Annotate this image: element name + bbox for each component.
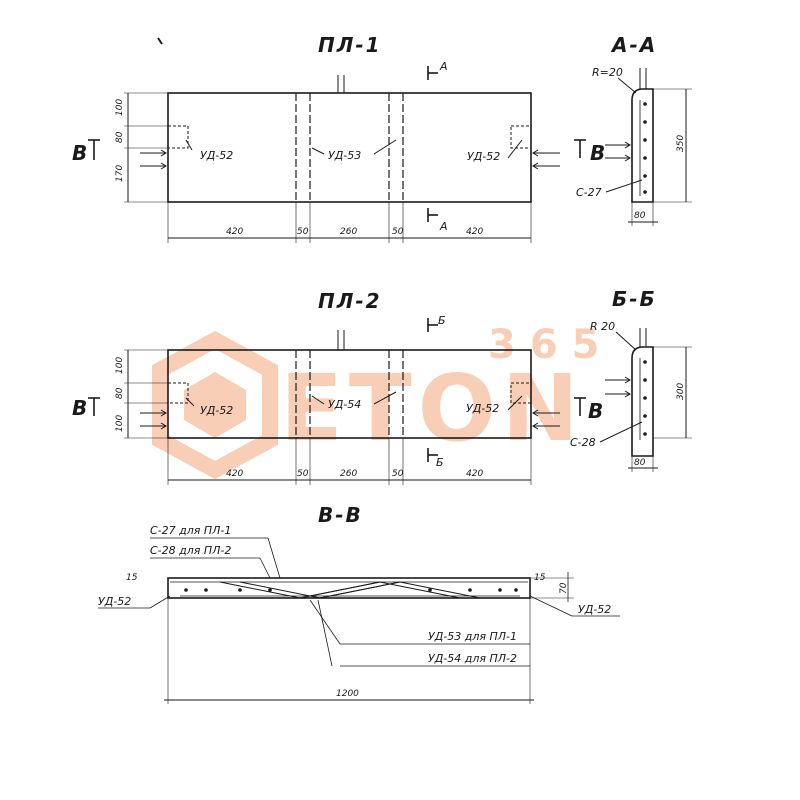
section-vv-title: В-В — [318, 503, 363, 527]
watermark: ETON 365 — [152, 322, 614, 480]
pl1-cut-marker — [88, 139, 100, 160]
section-aa-width-text: 80 — [634, 211, 646, 221]
pl2-left-embed — [167, 382, 189, 404]
pl1-section-letter-bottom: А — [439, 220, 448, 233]
pl2-vdim-2: 80 — [115, 387, 125, 399]
pl2-left-detail-label: УД-52 — [200, 404, 233, 417]
leader-line — [185, 139, 193, 151]
section-aa: А-А R=20 350 В С-27 — [574, 33, 692, 226]
section-aa-rebar-dots — [639, 100, 647, 196]
section-vv-note3: УД-53 для ПЛ-1 — [428, 630, 517, 643]
section-vv-truss — [180, 581, 520, 599]
pl1-hdim-5: 420 — [466, 227, 483, 237]
pl1-hdim-4: 50 — [392, 227, 404, 237]
pl2-cut-letter: В — [72, 396, 89, 420]
pl2-hdim-4: 50 — [392, 469, 404, 479]
section-bb-rebar: С-28 — [570, 436, 596, 449]
pl1-right-embed — [510, 125, 532, 149]
section-aa-cut-marker — [574, 139, 586, 158]
pl1-section-marker-top — [427, 66, 438, 80]
section-vv-right-label: УД-52 — [578, 603, 611, 616]
section-vv: В-В С-27 для ПЛ-1 С-28 для ПЛ-2 УД-52 — [98, 503, 620, 704]
section-bb-title: Б-Б — [612, 287, 657, 311]
leader-line — [373, 139, 397, 155]
watermark-number: 365 — [488, 322, 614, 368]
pl2-section-marker-bottom — [427, 448, 438, 462]
leader-line — [311, 147, 325, 155]
section-vv-length-text: 1200 — [336, 689, 359, 699]
pl2-right-embed — [510, 382, 532, 404]
section-vv-left-label: УД-52 — [98, 595, 131, 608]
section-aa-radius: R=20 — [592, 66, 623, 79]
section-vv-note1: С-27 для ПЛ-1 — [150, 524, 231, 537]
section-vv-note4: УД-54 для ПЛ-2 — [428, 652, 517, 665]
pl2-section-letter-top: Б — [438, 314, 446, 327]
leader-line — [185, 397, 195, 407]
section-aa-title: А-А — [610, 33, 657, 57]
pl2-plan: ПЛ-2 Б Б В УД-52 УД- — [72, 289, 560, 485]
section-bb-cut-marker — [574, 397, 586, 416]
leader-line — [507, 395, 523, 411]
section-vv-left-small-dim: 15 — [126, 573, 138, 583]
pl1-section-letter-top: А — [439, 60, 448, 73]
leader-line — [373, 391, 397, 405]
stray-mark — [157, 37, 163, 45]
pl2-right-detail-label: УД-52 — [466, 402, 499, 415]
pl2-cut-marker — [88, 397, 100, 416]
pl1-hdim-2: 50 — [297, 227, 309, 237]
pl2-hdim-5: 420 — [466, 469, 483, 479]
pl2-vdim-3: 100 — [115, 415, 125, 432]
section-bb-profile — [631, 346, 654, 457]
leader-line — [311, 395, 325, 405]
pl1-hdim-3: 260 — [340, 227, 357, 237]
section-vv-note2: С-28 для ПЛ-2 — [150, 544, 231, 557]
section-vv-height-text: 70 — [559, 582, 569, 594]
pl2-title: ПЛ-2 — [318, 289, 382, 313]
pl2-section-letter-bottom: Б — [436, 456, 444, 469]
section-bb-arrows — [605, 376, 631, 398]
section-bb-width-text: 80 — [634, 458, 646, 468]
pl1-left-detail-label: УД-52 — [200, 149, 233, 162]
section-aa-profile — [631, 88, 654, 203]
pl1-vdim-3: 170 — [115, 165, 125, 182]
pl2-center-detail-label: УД-54 — [328, 398, 361, 411]
pl1-vdim-2: 80 — [115, 131, 125, 143]
section-bb-radius: R 20 — [590, 320, 615, 333]
section-aa-arrows — [605, 141, 631, 162]
leader-line — [507, 139, 523, 159]
watermark-text: ETON — [280, 355, 585, 462]
pl2-hdim-2: 50 — [297, 469, 309, 479]
pl2-side-arrows — [140, 409, 560, 430]
pl2-hdim-1: 420 — [226, 469, 243, 479]
pl1-right-detail-label: УД-52 — [467, 150, 500, 163]
pl1-vdim-1: 100 — [115, 99, 125, 116]
pl1-plan: ПЛ-1 А А В УД-52 УД- — [72, 33, 560, 243]
pl1-outline — [167, 92, 532, 203]
pl1-section-marker-bottom — [427, 208, 438, 222]
pl1-cut-letter: В — [72, 141, 89, 165]
pl1-left-embed — [167, 125, 189, 149]
pl2-section-marker-top — [427, 318, 438, 332]
pl1-side-arrows — [140, 149, 560, 170]
leader-line — [617, 77, 637, 94]
pl1-title: ПЛ-1 — [318, 33, 382, 57]
leader-line — [599, 421, 643, 443]
section-vv-slab — [167, 577, 531, 599]
section-bb: Б-Б R 20 300 В С-28 80 — [570, 287, 692, 472]
pl1-hdim-1: 420 — [226, 227, 243, 237]
leader-line — [615, 331, 637, 351]
section-aa-rebar: С-27 — [576, 186, 602, 199]
section-aa-cut-letter: В — [590, 141, 607, 165]
pl2-hdim-3: 260 — [340, 469, 357, 479]
section-vv-rebar-dots — [184, 588, 518, 592]
section-aa-height-text: 350 — [676, 135, 686, 152]
section-bb-rebar-dots — [639, 358, 647, 440]
watermark-logo-icon — [152, 330, 278, 480]
section-bb-cut-letter: В — [588, 399, 605, 423]
section-bb-height-text: 300 — [676, 383, 686, 400]
pl1-center-detail-label: УД-53 — [328, 149, 361, 162]
pl2-vdim-1: 100 — [115, 357, 125, 374]
leader-line — [605, 179, 643, 193]
